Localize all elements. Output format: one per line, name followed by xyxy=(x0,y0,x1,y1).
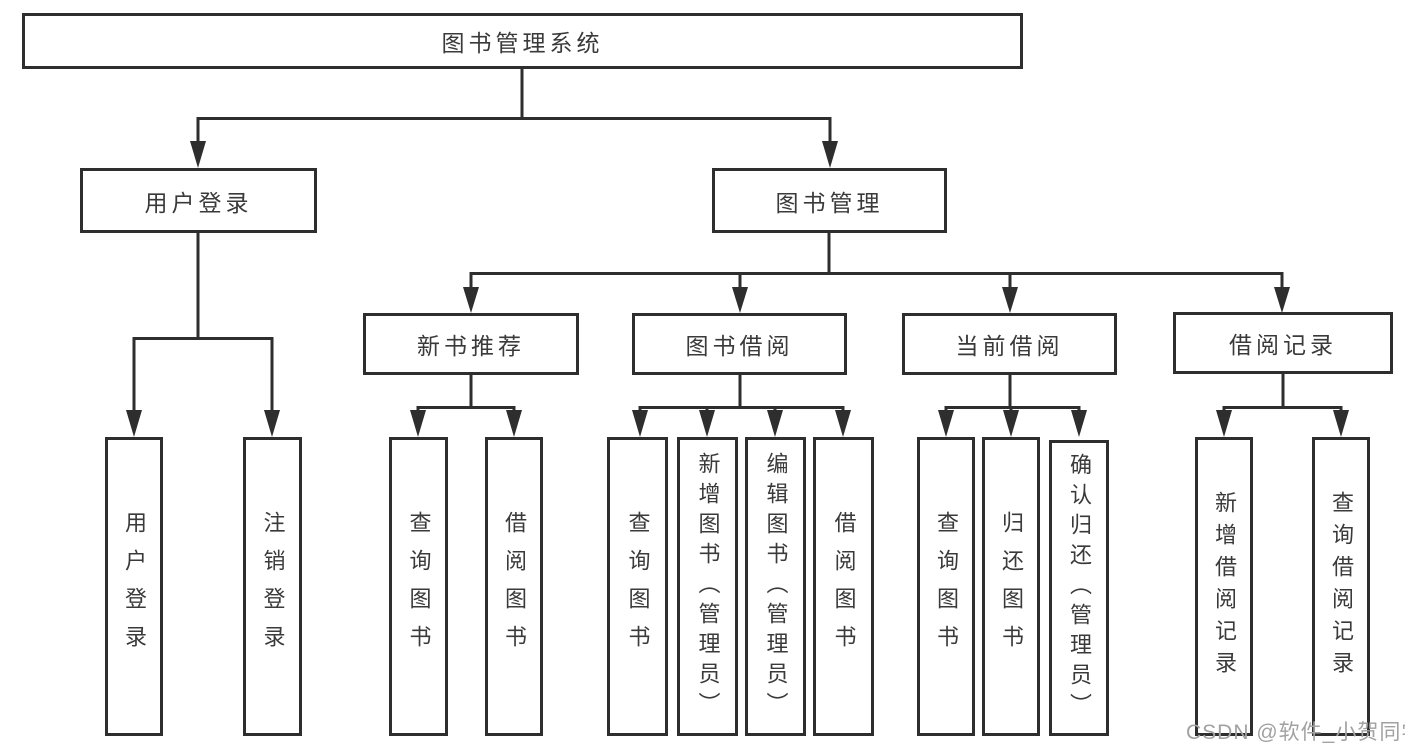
node-book-borrowing: 图书借阅 xyxy=(632,313,847,375)
node-query-books-current: 查询图书 xyxy=(917,437,975,736)
node-label: 查询图书 xyxy=(934,510,959,663)
node-query-borrow-record: 查询借阅记录 xyxy=(1312,437,1370,736)
node-query-books-borrow: 查询图书 xyxy=(607,437,668,736)
node-logout: 注销登录 xyxy=(243,437,302,736)
node-label: 借阅图书 xyxy=(502,510,527,663)
node-label: 归还图书 xyxy=(999,510,1024,663)
node-query-books-recommend: 查询图书 xyxy=(389,437,448,736)
node-library-management-system: 图书管理系统 xyxy=(22,13,1023,69)
arrowheads xyxy=(126,141,1349,437)
node-label: 当前借阅 xyxy=(955,333,1064,359)
node-label: 图书借阅 xyxy=(685,333,794,359)
node-label: 查询借阅记录 xyxy=(1329,490,1354,683)
node-add-borrow-record: 新增借阅记录 xyxy=(1195,437,1253,736)
node-label: 用户登录 xyxy=(122,510,147,663)
node-label: 注销登录 xyxy=(260,510,286,663)
node-label: 图书管理系统 xyxy=(441,30,604,56)
node-book-management: 图书管理 xyxy=(712,168,947,233)
node-label: 新增借阅记录 xyxy=(1212,490,1237,683)
node-borrowing-records: 借阅记录 xyxy=(1173,312,1393,374)
node-label: 图书管理 xyxy=(775,189,884,216)
node-label: 借阅图书 xyxy=(831,510,857,663)
csdn-watermark: CSDN @软件_小贺同学 xyxy=(1186,721,1405,744)
node-borrow-books-recommend: 借阅图书 xyxy=(485,437,543,736)
node-label: 新增图书（管理员） xyxy=(695,451,721,722)
node-user-login-branch: 用户登录 xyxy=(80,168,317,233)
node-user-login: 用户登录 xyxy=(105,437,163,736)
node-edit-book-admin: 编辑图书（管理员） xyxy=(745,437,806,736)
node-add-book-admin: 新增图书（管理员） xyxy=(677,437,738,736)
node-new-book-recommendation: 新书推荐 xyxy=(363,313,579,375)
node-label: 查询图书 xyxy=(406,510,432,663)
node-return-book: 归还图书 xyxy=(982,437,1040,736)
node-label: 确认归还（管理员） xyxy=(1067,453,1092,723)
node-label: 编辑图书（管理员） xyxy=(763,451,789,722)
node-borrow-books: 借阅图书 xyxy=(813,437,874,736)
node-current-borrowing: 当前借阅 xyxy=(902,313,1117,375)
node-label: 用户登录 xyxy=(144,189,253,216)
node-confirm-return-admin: 确认归还（管理员） xyxy=(1049,440,1109,736)
node-label: 借阅记录 xyxy=(1229,332,1337,358)
node-label: 新书推荐 xyxy=(417,333,525,359)
node-label: 查询图书 xyxy=(625,510,651,663)
